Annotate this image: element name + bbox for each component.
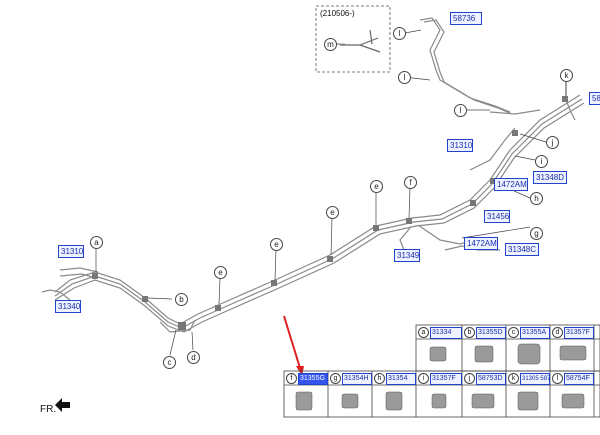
legend-letter-k: k — [508, 373, 519, 384]
legend-code-d[interactable]: 31357F — [564, 327, 594, 339]
legend-code-l[interactable]: 58754F — [564, 373, 594, 385]
legend-code-h[interactable]: 31354 — [386, 373, 416, 385]
callout-e-1: e — [214, 266, 227, 279]
callout-e-3: e — [326, 206, 339, 219]
part-label-589[interactable]: 589 — [589, 92, 600, 105]
callout-l-3: l — [454, 104, 467, 117]
callout-c: c — [163, 356, 176, 369]
legend-letter-h: h — [374, 373, 385, 384]
variant-pipe — [340, 29, 381, 53]
callout-m: m — [324, 38, 337, 51]
legend-table-grid — [283, 324, 600, 418]
legend-code-f[interactable]: 31355G — [298, 373, 328, 385]
legend-letter-b: b — [464, 327, 475, 338]
legend-code-j[interactable]: 58753D — [476, 373, 506, 385]
legend-letter-g: g — [330, 373, 341, 384]
callout-l-2: l — [398, 71, 411, 84]
part-label-58736[interactable]: 58736 — [450, 12, 482, 25]
legend-code-b[interactable]: 31355D — [476, 327, 506, 339]
callout-i: i — [535, 155, 548, 168]
part-label-31456[interactable]: 31456 — [484, 210, 510, 223]
clip-markers — [92, 96, 568, 330]
legend-code-k[interactable]: 31305 58753E — [520, 373, 550, 385]
callout-e-2: e — [270, 238, 283, 251]
highlight-arrow — [283, 315, 304, 376]
legend-letter-c: c — [508, 327, 519, 338]
callout-j: j — [546, 136, 559, 149]
legend-letter-d: d — [552, 327, 563, 338]
variant-box — [315, 5, 391, 73]
legend-letter-j: j — [464, 373, 475, 384]
front-direction-icon — [55, 398, 70, 412]
front-label: FR. — [40, 404, 57, 415]
callout-b: b — [175, 293, 188, 306]
variant-note: (210506-) — [320, 9, 355, 18]
callout-l-1: l — [393, 27, 406, 40]
callout-e-4: e — [370, 180, 383, 193]
legend-code-g[interactable]: 31354H — [342, 373, 372, 385]
legend-code-c[interactable]: 31355A — [520, 327, 550, 339]
part-label-31340[interactable]: 31340 — [55, 300, 81, 313]
part-label-31348c[interactable]: 31348C — [505, 243, 539, 256]
legend-code-i[interactable]: 31357F — [430, 373, 462, 385]
callout-k: k — [560, 69, 573, 82]
legend-letter-i: i — [418, 373, 429, 384]
legend-code-a[interactable]: 31334 — [430, 327, 462, 339]
callout-h: h — [530, 192, 543, 205]
legend-letter-l: l — [552, 373, 563, 384]
part-label-31310-top[interactable]: 31310 — [447, 139, 473, 152]
part-label-31348d[interactable]: 31348D — [533, 171, 567, 184]
callout-a: a — [90, 236, 103, 249]
part-label-1472am-bottom[interactable]: 1472AM — [464, 237, 498, 250]
callout-f: f — [404, 176, 417, 189]
leader-lines — [95, 29, 567, 356]
part-label-31349[interactable]: 31349 — [394, 249, 420, 262]
legend-letter-a: a — [418, 327, 429, 338]
part-label-1472am-top[interactable]: 1472AM — [494, 178, 528, 191]
callout-d: d — [187, 351, 200, 364]
callout-g: g — [530, 227, 543, 240]
part-label-31310-left[interactable]: 31310 — [58, 245, 84, 258]
legend-letter-f: f — [286, 373, 297, 384]
brake-fuel-line-bundle — [41, 17, 585, 333]
legend-thumbnails — [295, 343, 587, 411]
